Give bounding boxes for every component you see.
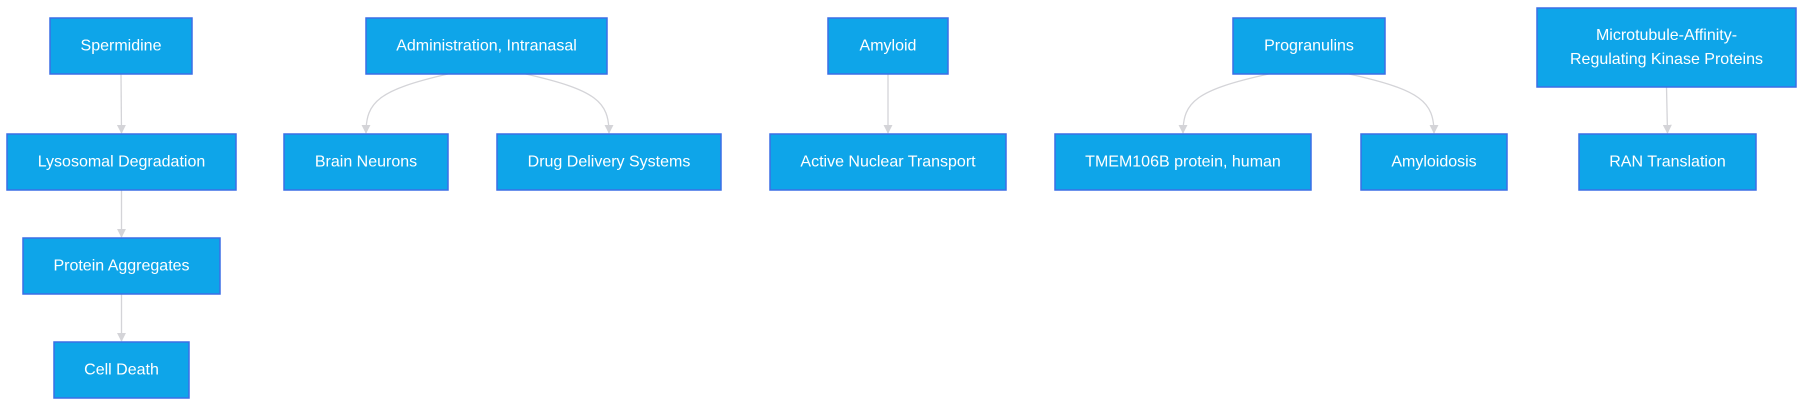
node-box: [1054, 133, 1312, 191]
node-administration-intranasal[interactable]: Administration, Intranasal: [365, 17, 608, 75]
node-label: Cell Death: [84, 362, 159, 379]
node-progranulins[interactable]: Progranulins: [1232, 17, 1386, 75]
node-label: Lysosomal Degradation: [38, 154, 206, 171]
edge-administration-intranasal-to-brain-neurons: [361, 73, 449, 134]
node-tmem106b[interactable]: TMEM106B protein, human: [1054, 133, 1312, 191]
node-box: [827, 17, 949, 75]
node-drug-delivery-systems[interactable]: Drug Delivery Systems: [496, 133, 722, 191]
node-box: [1578, 133, 1757, 191]
node-active-nuclear-transport[interactable]: Active Nuclear Transport: [769, 133, 1007, 191]
node-ran-translation[interactable]: RAN Translation: [1578, 133, 1757, 191]
node-label-line: Microtubule-Affinity-: [1596, 27, 1737, 44]
edge-progranulins-to-tmem106b: [1178, 73, 1269, 134]
node-amyloidosis[interactable]: Amyloidosis: [1360, 133, 1508, 191]
node-box: [53, 341, 190, 399]
node-label: Drug Delivery Systems: [528, 154, 691, 171]
node-label: Spermidine: [81, 38, 162, 55]
node-label: Brain Neurons: [315, 154, 417, 171]
node-label: Active Nuclear Transport: [800, 154, 976, 171]
node-brain-neurons[interactable]: Brain Neurons: [283, 133, 449, 191]
edge-administration-intranasal-to-drug-delivery-systems: [525, 73, 614, 134]
node-mark-proteins[interactable]: Microtubule-Affinity- Regulating Kinase P…: [1536, 7, 1797, 88]
node-box: [769, 133, 1007, 191]
node-label: Microtubule-Affinity- Regulating Kinase P…: [1570, 27, 1763, 68]
node-box: [1360, 133, 1508, 191]
edge-spermidine-to-lysosomal-degradation: [116, 73, 126, 134]
node-box: [283, 133, 449, 191]
node-box: [496, 133, 722, 191]
node-label: RAN Translation: [1609, 154, 1726, 171]
node-box: [49, 17, 193, 75]
node-protein-aggregates[interactable]: Protein Aggregates: [22, 237, 221, 295]
node-label: Amyloid: [860, 38, 917, 55]
node-label-line: Regulating Kinase Proteins: [1570, 51, 1763, 68]
node-box: [1232, 17, 1386, 75]
node-box: [6, 133, 237, 191]
node-cell-death[interactable]: Cell Death: [53, 341, 190, 399]
node-spermidine[interactable]: Spermidine: [49, 17, 193, 75]
node-box: [365, 17, 608, 75]
edge-mark-proteins-to-ran-translation: [1662, 86, 1672, 134]
edge-progranulins-to-amyloidosis: [1348, 73, 1439, 134]
node-label: Protein Aggregates: [53, 258, 189, 275]
node-label: Progranulins: [1264, 38, 1354, 55]
node-box: [22, 237, 221, 295]
node-label: Amyloidosis: [1391, 154, 1476, 171]
edges-layer: [116, 73, 1672, 342]
node-label: Administration, Intranasal: [396, 38, 577, 55]
node-label: TMEM106B protein, human: [1085, 154, 1281, 171]
node-lysosomal-degradation[interactable]: Lysosomal Degradation: [6, 133, 237, 191]
node-amyloid[interactable]: Amyloid: [827, 17, 949, 75]
node-box: [1536, 7, 1797, 88]
